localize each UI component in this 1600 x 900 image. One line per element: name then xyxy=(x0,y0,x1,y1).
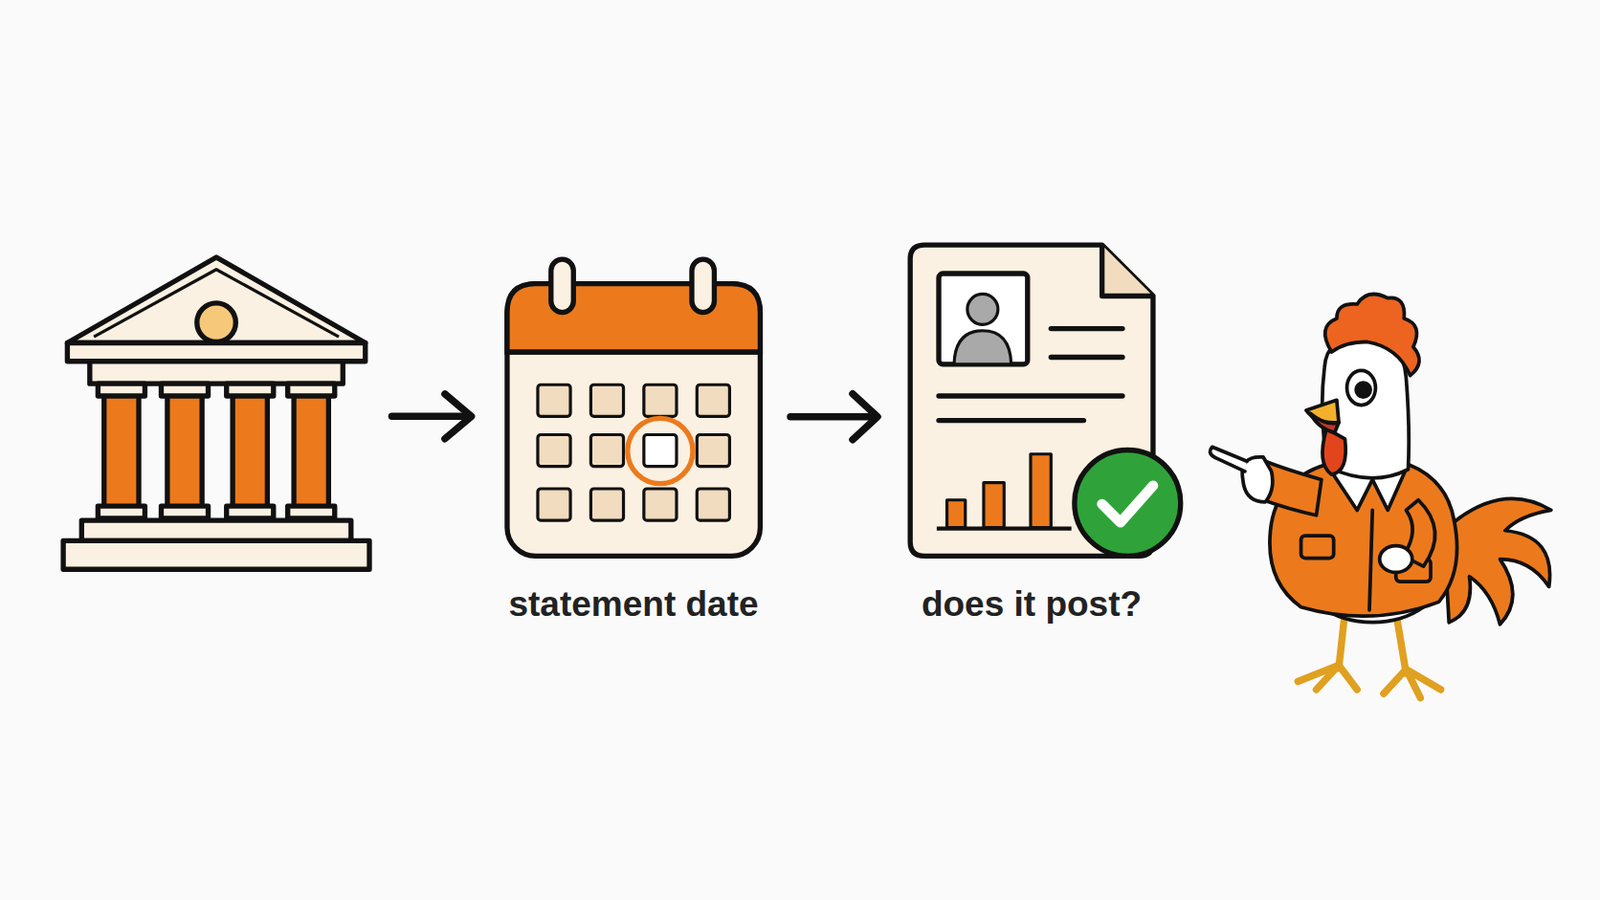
calendar-icon xyxy=(507,259,760,556)
flow-arrow xyxy=(391,394,471,440)
flow-arrow xyxy=(790,394,878,441)
rooster-mascot xyxy=(1210,294,1552,699)
document-icon xyxy=(910,244,1181,556)
document-node: does it post? xyxy=(910,244,1154,556)
node-label: does it post? xyxy=(921,583,1142,626)
calendar-node: statement date xyxy=(507,257,760,556)
bank-icon xyxy=(63,257,370,570)
node-label: statement date xyxy=(508,583,758,626)
